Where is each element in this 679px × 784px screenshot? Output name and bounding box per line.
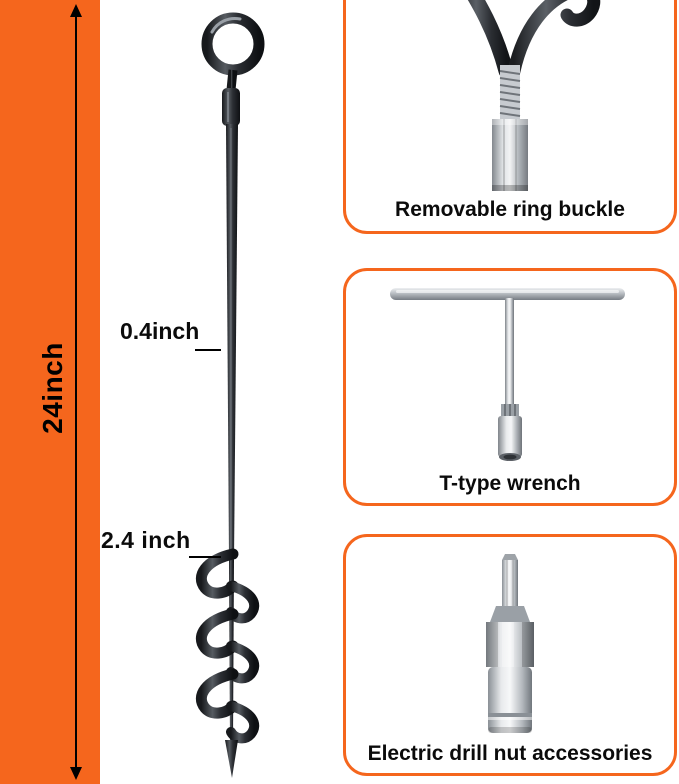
stake-tip (225, 740, 238, 778)
callout-panel-t-wrench: T-type wrench (343, 268, 677, 506)
stake-shaft (226, 124, 238, 560)
crimp-sleeve (222, 88, 240, 126)
t-wrench-icon (390, 288, 625, 461)
length-arrow-icon (70, 4, 82, 780)
panel-label-ring-buckle: Removable ring buckle (395, 198, 625, 221)
shaft-diameter-label: 0.4inch (120, 318, 200, 344)
callout-panel-ring-buckle: Removable ring buckle (343, 0, 677, 234)
panel-label-t-wrench: T-type wrench (439, 472, 581, 495)
drill-nut-adapter-icon (486, 554, 534, 733)
callout-panel-drill-nut: Electric drill nut accessories (343, 534, 677, 776)
panel-label-drill-nut: Electric drill nut accessories (367, 742, 653, 765)
left-orange-panel: 24inch (0, 0, 100, 784)
auger-spiral (195, 548, 260, 744)
auger-diameter-label: 2.4 inch (101, 527, 191, 553)
eye-bolt-icon (467, 0, 601, 191)
